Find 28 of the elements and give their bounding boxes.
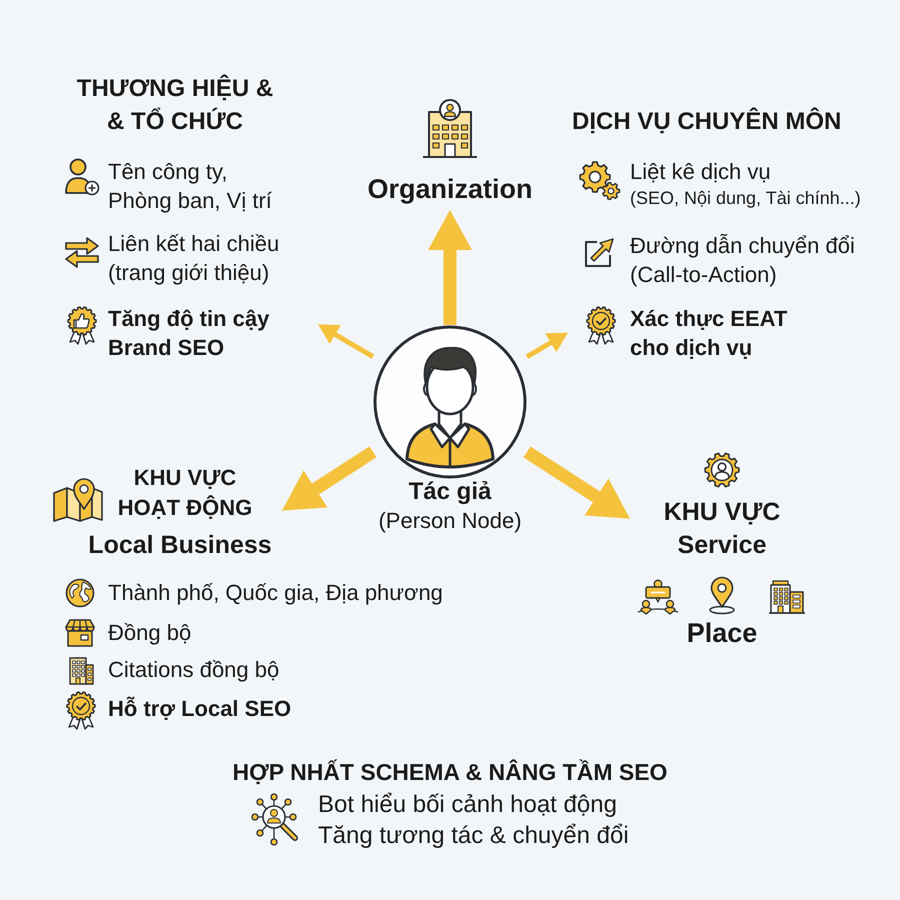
list-item-text: Citations đồng bộ [108,656,280,684]
footer-text: Tăng tương tác & chuyển đổi [318,821,629,851]
list-item-text: Tăng độ tin cậy Brand SEO [108,305,270,362]
list-item-text: Đường dẫn chuyển đổi (Call-to-Action) [630,232,856,289]
arrow [316,322,374,359]
list-item-text: Hỗ trợ Local SEO [108,695,292,723]
arrow [428,210,472,325]
list-item-text: Liên kết hai chiều (trang giới thiệu) [108,230,280,287]
list-item-note: (SEO, Nội dung, Tài chính...) [630,187,861,210]
footer-heading: HỢP NHẤT SCHEMA & NÂNG TẦM SEO [232,758,668,787]
list-item-text: Tên công ty, Phòng ban, Vị trí [108,158,273,215]
section-subheading: Local Business [88,530,272,560]
section-heading: Place [686,617,758,649]
arrow [526,330,570,359]
node-title: Tác giả [408,478,492,506]
section-heading: KHU VỰC Service [662,497,782,561]
node-subtitle: (Person Node) [378,507,522,535]
node-title: Organization [368,173,532,206]
list-item-text: Đồng bộ [108,619,192,647]
arrow [278,446,377,516]
footer-text: Bot hiểu bối cảnh hoạt động [318,790,617,820]
section-heading: KHU VỰC HOẠT ĐỘNG [116,464,254,522]
list-item-text: Liệt kê dịch vụ [630,158,771,186]
section-heading: DỊCH VỤ CHUYÊN MÔN [572,106,842,137]
list-item-text: Xác thực EEAT cho dịch vụ [630,305,788,362]
arrow [523,446,634,524]
section-heading: THƯƠNG HIỆU & & TỔ CHỨC [76,74,274,137]
list-item-text: Thành phố, Quốc gia, Địa phương [108,579,443,607]
